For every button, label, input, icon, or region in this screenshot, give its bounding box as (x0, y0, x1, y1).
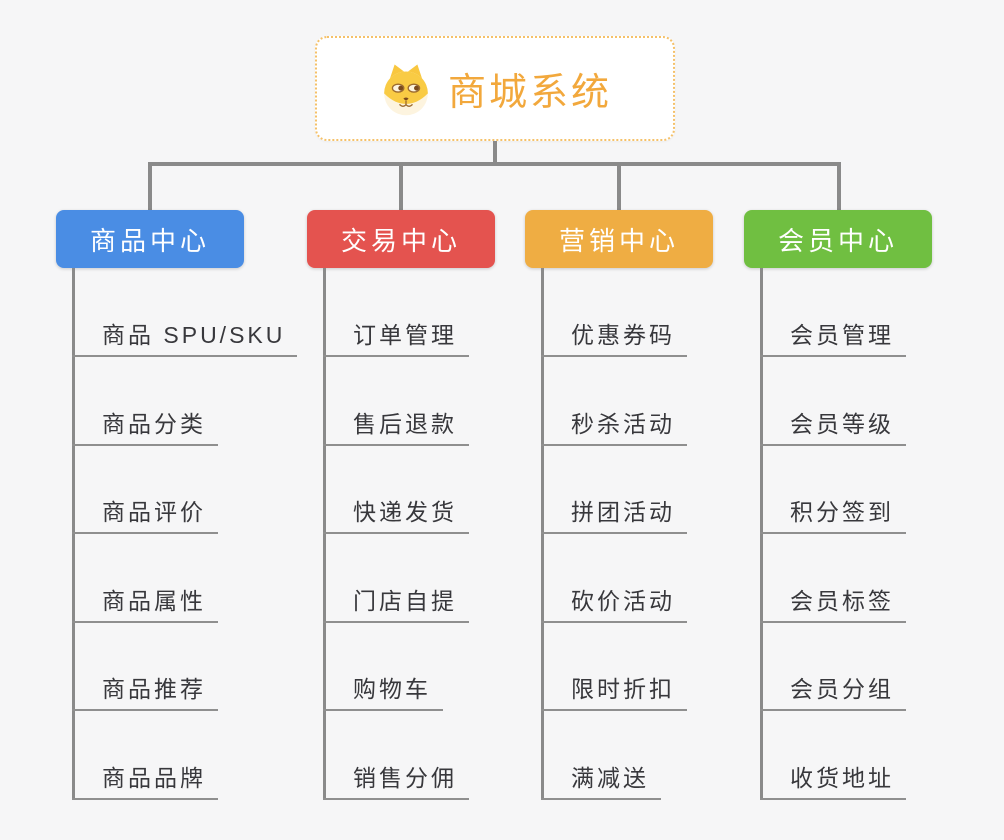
leaf-item[interactable]: 门店自提 (323, 587, 469, 623)
root-node[interactable]: 商城系统 (315, 36, 675, 141)
leaf-item[interactable]: 商品评价 (72, 498, 218, 535)
leaf-item[interactable]: 限时折扣 (541, 675, 687, 712)
branch-label: 商品中心 (89, 225, 210, 256)
leaf-item[interactable]: 售后退款 (323, 410, 469, 446)
connector-root-stub (493, 141, 497, 163)
leaf-item[interactable]: 秒杀活动 (541, 410, 687, 446)
branch-label: 营销中心 (558, 225, 679, 256)
leaf-item[interactable]: 订单管理 (323, 321, 469, 357)
leaf-item[interactable]: 砍价活动 (541, 587, 687, 623)
leaf-item[interactable]: 快递发货 (323, 498, 469, 535)
dog-face-icon (384, 64, 428, 115)
leaf-item[interactable]: 会员等级 (760, 410, 906, 446)
leaf-item[interactable]: 购物车 (323, 675, 443, 712)
leaf-item[interactable]: 会员管理 (760, 321, 906, 357)
leaf-item[interactable]: 商品品牌 (72, 764, 218, 800)
root-label: 商城系统 (447, 72, 612, 114)
leaf-item[interactable]: 商品推荐 (72, 675, 218, 712)
connector-drop-3 (617, 162, 621, 210)
branch-node-2[interactable]: 交易中心 (307, 210, 495, 268)
leaf-item[interactable]: 商品 SPU/SKU (72, 321, 298, 357)
leaf-item[interactable]: 积分签到 (760, 498, 906, 535)
leaf-item[interactable]: 会员标签 (760, 587, 906, 623)
connector-drop-1 (148, 162, 152, 210)
leaf-item[interactable]: 收货地址 (760, 764, 906, 800)
leaf-item[interactable]: 会员分组 (760, 675, 906, 712)
connector-drop-2 (399, 162, 403, 210)
branch-node-4[interactable]: 会员中心 (744, 210, 932, 268)
leaf-item[interactable]: 优惠券码 (541, 321, 687, 357)
leaf-item[interactable]: 拼团活动 (541, 498, 687, 535)
branch-node-3[interactable]: 营销中心 (525, 210, 713, 268)
leaf-item[interactable]: 销售分佣 (323, 764, 469, 800)
leaf-item[interactable]: 满减送 (541, 764, 661, 800)
leaf-item[interactable]: 商品分类 (72, 410, 218, 446)
connector-drop-4 (837, 162, 841, 210)
branch-label: 交易中心 (340, 225, 461, 256)
branch-node-1[interactable]: 商品中心 (56, 210, 244, 268)
leaf-item[interactable]: 商品属性 (72, 587, 218, 623)
connector-bus (148, 162, 841, 166)
branch-label: 会员中心 (777, 225, 898, 256)
